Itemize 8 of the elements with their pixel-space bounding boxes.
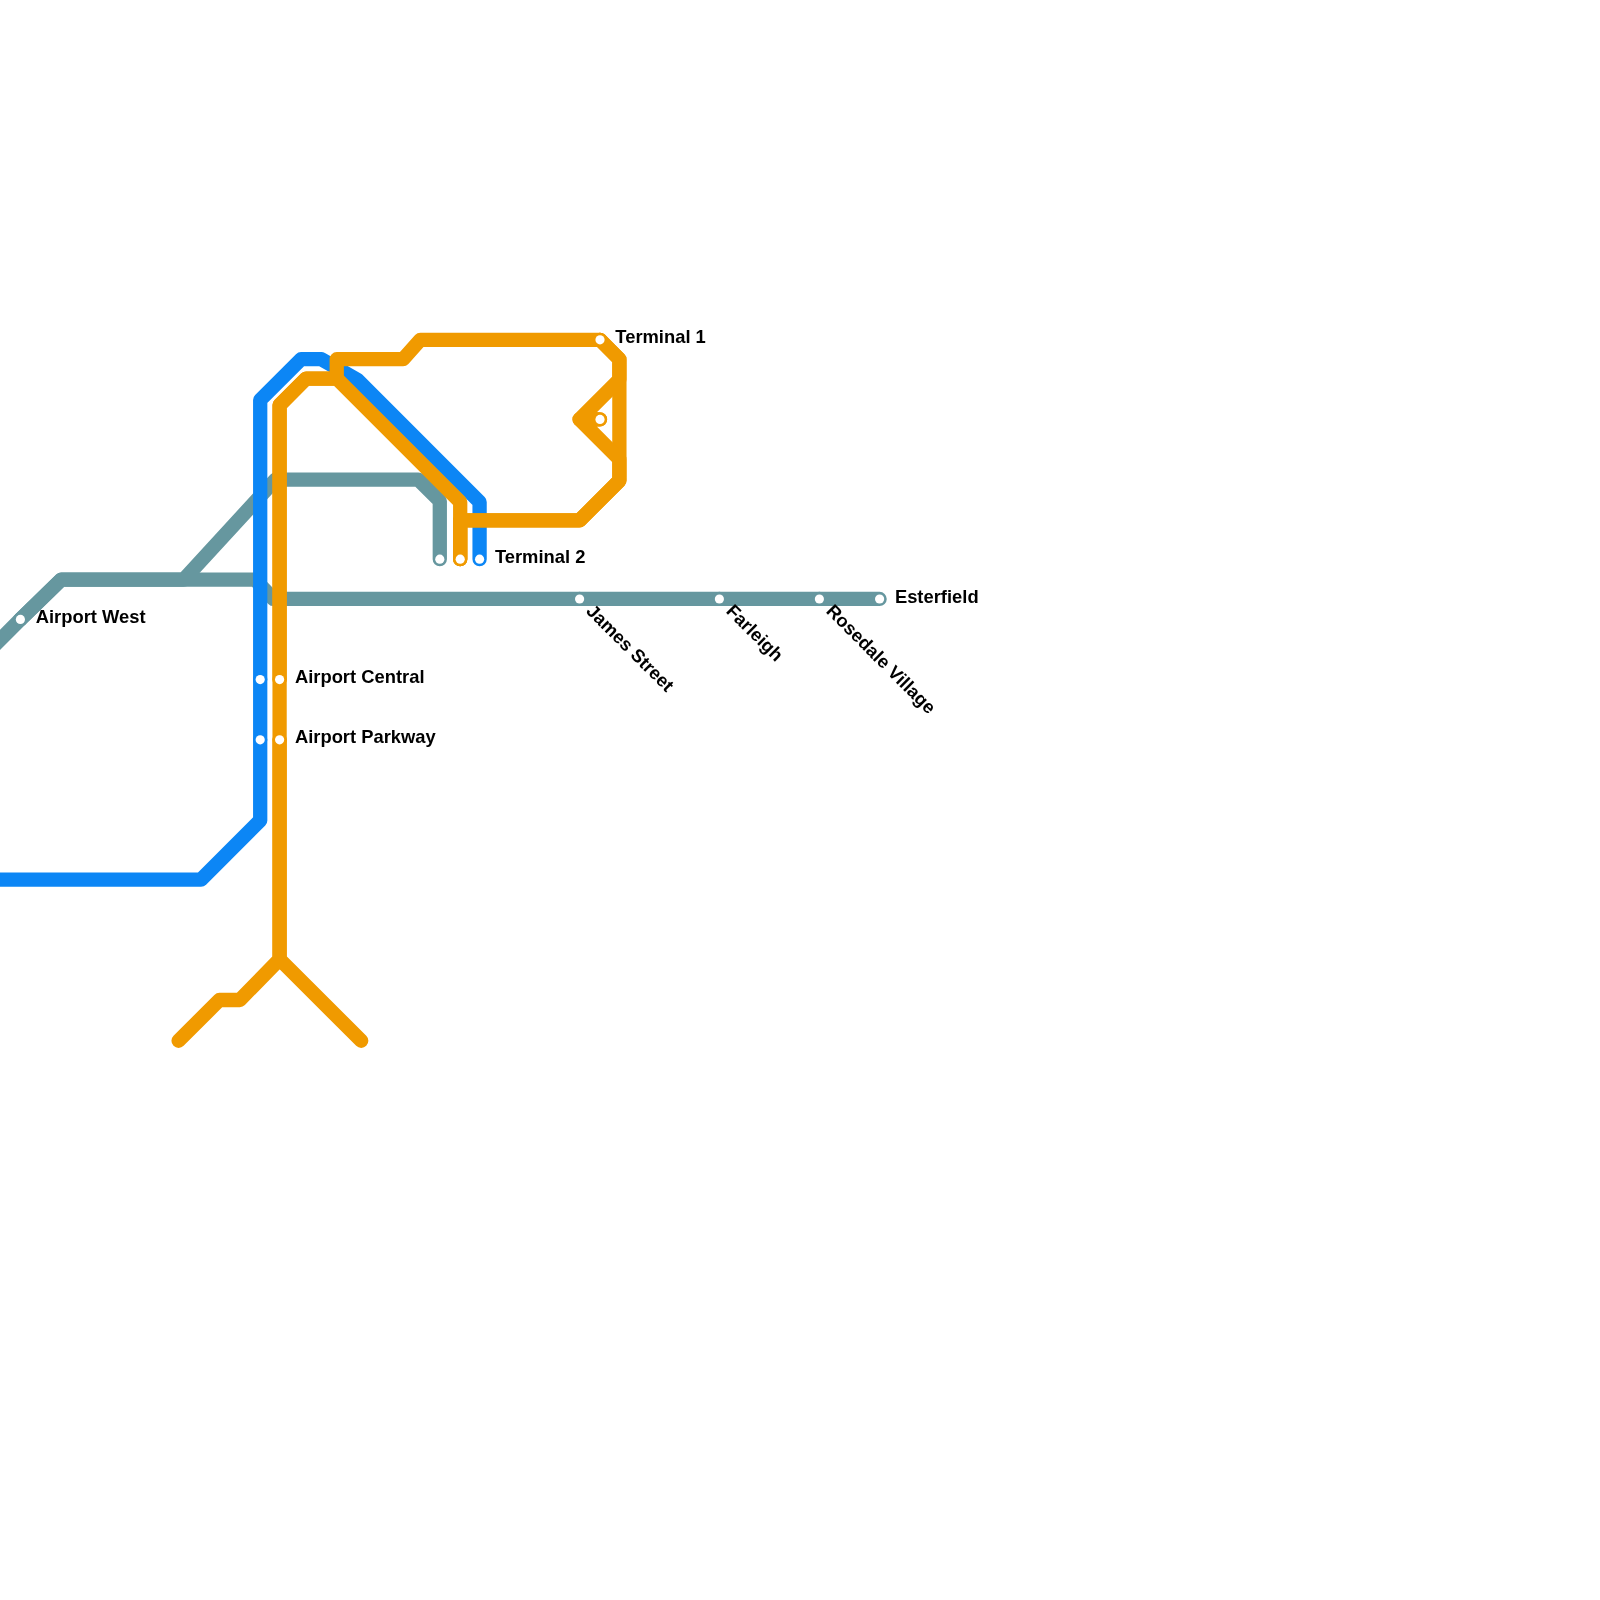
station-dot: [595, 414, 605, 424]
station-label: Terminal 2: [494, 546, 586, 568]
station-label: Terminal 1: [615, 326, 706, 347]
rail-line: [453, 412, 627, 567]
station-label: Airport Central: [294, 666, 425, 687]
station-label: Esterfield: [894, 586, 979, 608]
station-label: Airport West: [35, 607, 146, 628]
station-label: Airport Parkway: [294, 726, 436, 747]
